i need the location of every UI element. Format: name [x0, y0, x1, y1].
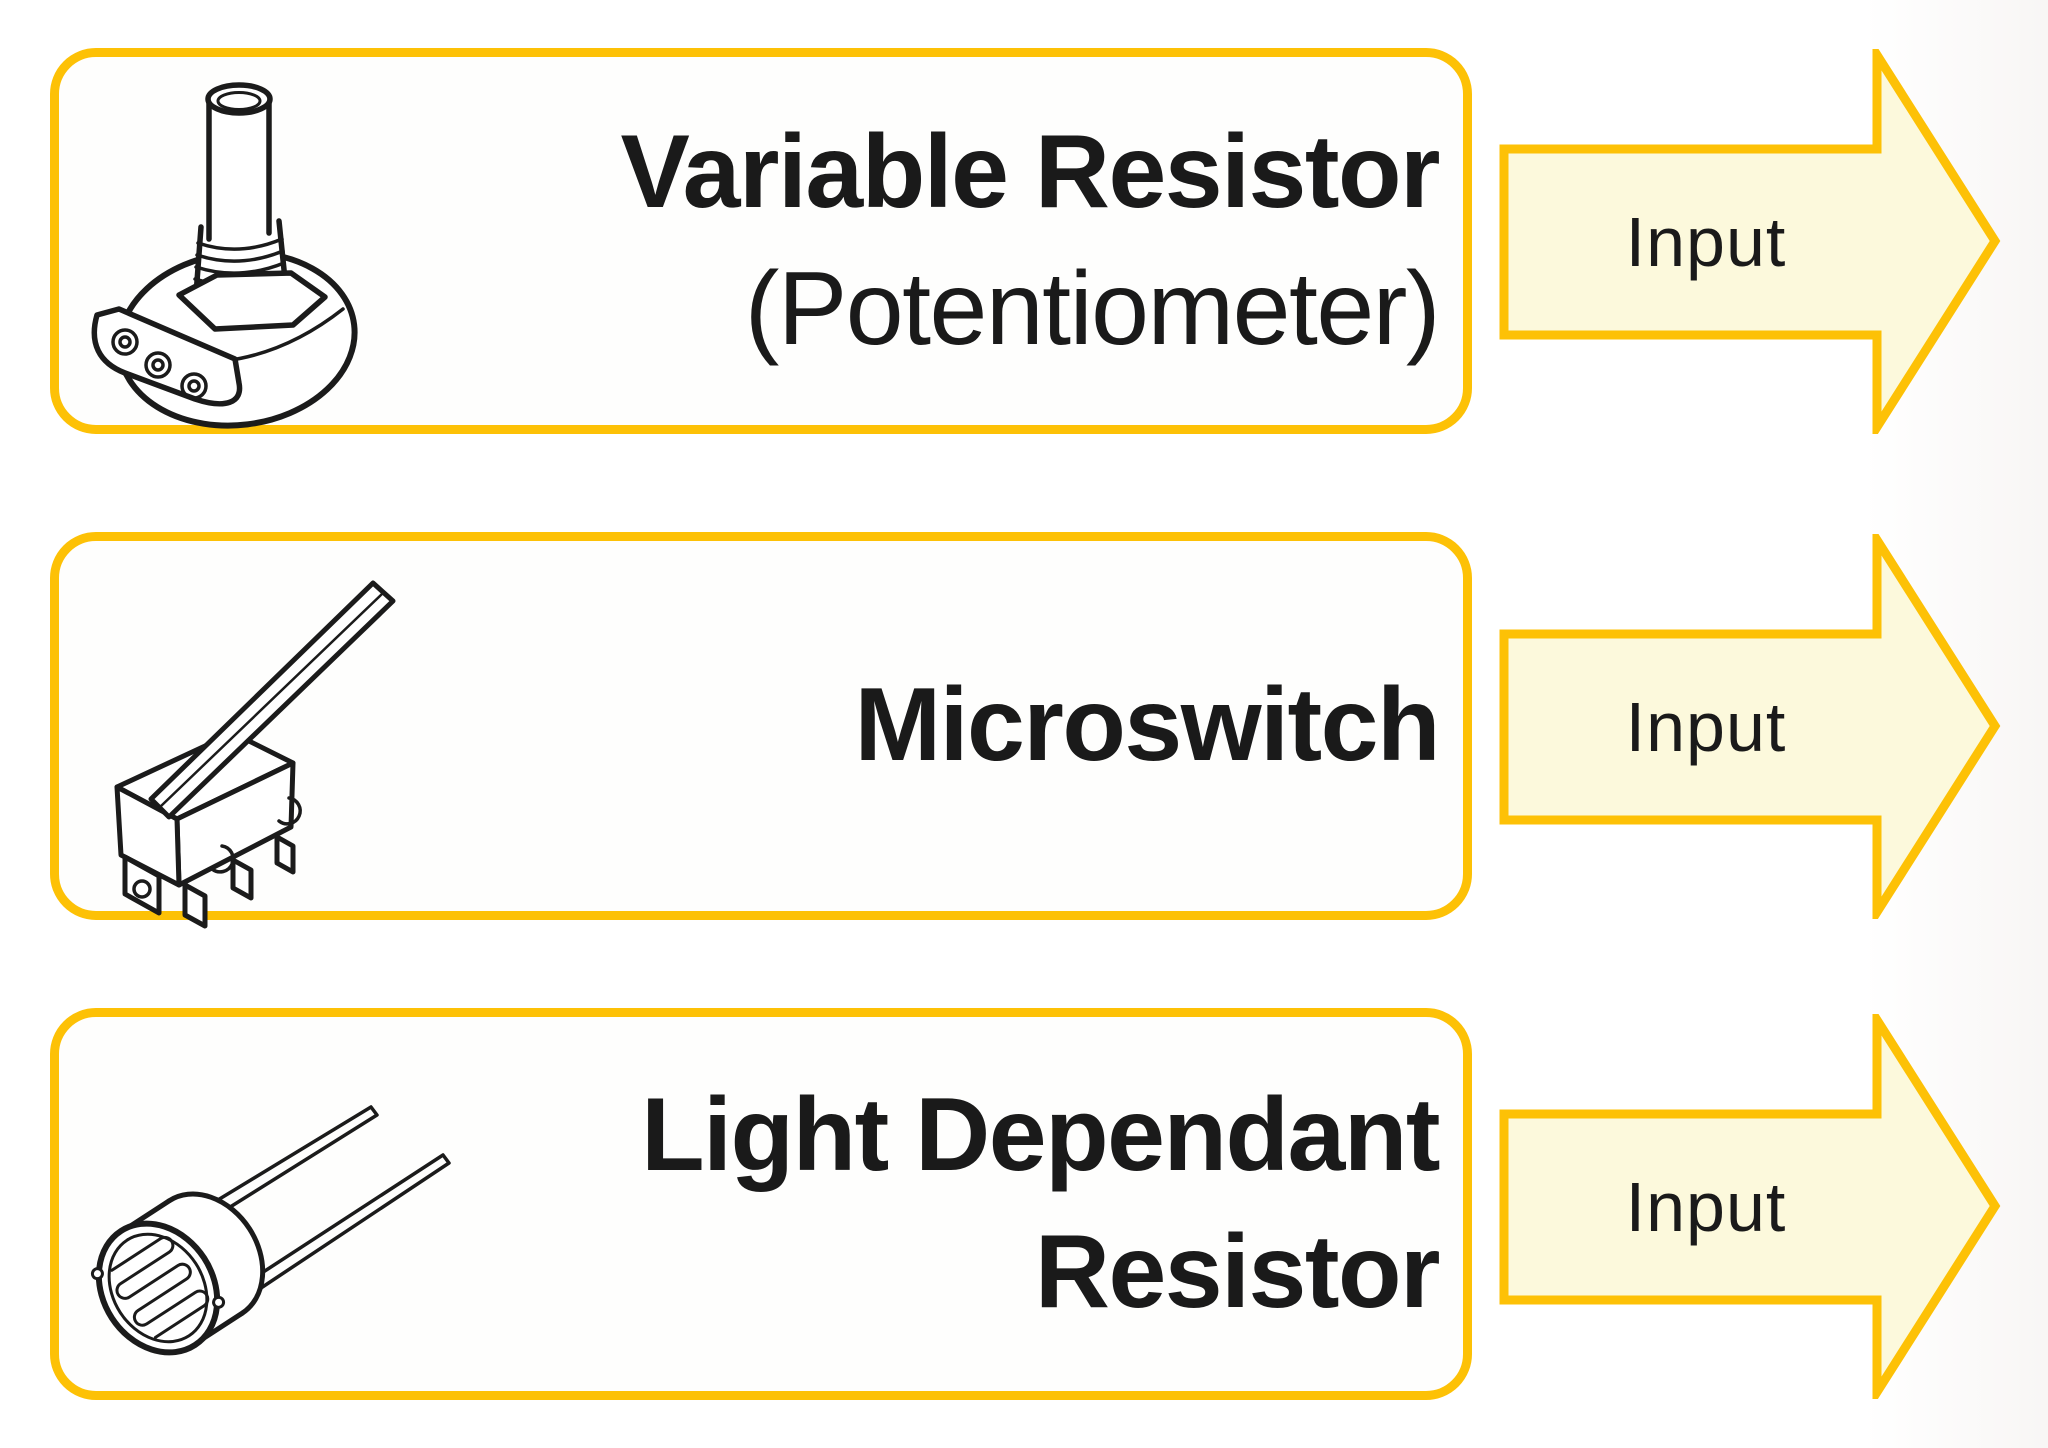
microswitch-illustration [114, 580, 396, 929]
component-subtitle-line: (Potentiometer) [744, 251, 1441, 367]
component-box-light-dependant-resistor: Light Dependant Resistor [50, 1008, 1472, 1400]
arrow-right-icon [1499, 49, 2001, 434]
input-arrow-microswitch: Input [1499, 534, 2002, 919]
arrow-right-icon [1499, 1014, 2001, 1399]
component-title-light-dependant-resistor: Light Dependant Resistor [641, 1067, 1441, 1342]
component-title-line: Variable Resistor [620, 113, 1441, 230]
ldr-illustration [90, 1105, 451, 1356]
component-title-line: Resistor [1034, 1214, 1441, 1330]
component-title-line: Light Dependant [641, 1076, 1440, 1193]
arrow-label: Input [1625, 1167, 1787, 1246]
input-arrow-light-dependant-resistor: Input [1499, 1014, 2002, 1399]
component-title-microswitch: Microswitch [854, 657, 1441, 794]
input-arrow-variable-resistor: Input [1499, 49, 2002, 434]
component-box-variable-resistor: Variable Resistor (Potentiometer) [50, 48, 1472, 434]
arrow-right-icon [1499, 534, 2001, 919]
arrow-label: Input [1625, 202, 1787, 281]
component-title-variable-resistor: Variable Resistor (Potentiometer) [620, 104, 1441, 379]
component-box-microswitch: Microswitch [50, 532, 1472, 929]
component-title-line: Microswitch [854, 667, 1441, 784]
arrow-label: Input [1625, 687, 1787, 766]
potentiometer-illustration [91, 82, 358, 429]
